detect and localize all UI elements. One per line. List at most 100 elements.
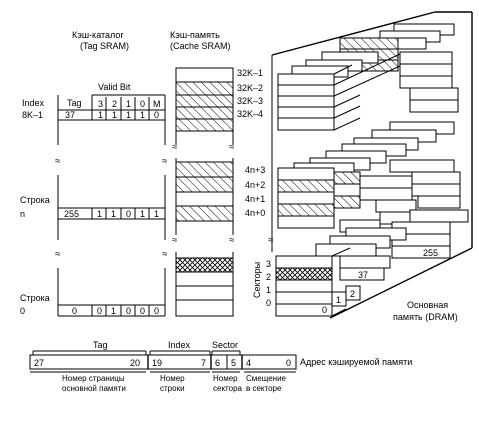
desc-offset-line2: в секторе (246, 384, 282, 393)
bit-mark-0: 0 (286, 358, 291, 368)
page-number-2: 2 (350, 289, 355, 299)
bit-header-3: 3 (98, 99, 103, 109)
desc-index-line1: Номер (160, 374, 185, 383)
break-mark: ≈ (172, 235, 177, 246)
bit-value: 1 (111, 209, 116, 219)
cache-line-label: 4n+3 (245, 165, 265, 175)
page-number-255: 255 (423, 248, 438, 258)
bit-value: 1 (98, 110, 103, 120)
dram-stack: 255 37 0 1 2 Секторы (252, 11, 473, 322)
address-group-index: Index (168, 340, 191, 350)
tag-column-header: Tag (67, 98, 82, 108)
bit-header-0: 0 (140, 99, 145, 109)
cache-line-label: 32K–1 (237, 68, 263, 78)
sector-number-1: 1 (266, 285, 271, 295)
break-mark: ≈ (229, 142, 234, 153)
address-group-sector: Sector (212, 340, 238, 350)
bit-header-m: M (153, 99, 161, 109)
dram-caption-line2: память (DRAM) (393, 312, 458, 322)
bit-value: 1 (140, 110, 145, 120)
bit-value: 0 (126, 306, 131, 316)
row-label-top: 8K–1 (22, 110, 43, 120)
bit-value: 1 (140, 209, 145, 219)
bit-value: 1 (154, 209, 159, 219)
dram-page-255: 255 (391, 209, 469, 259)
bit-header-1: 1 (126, 99, 131, 109)
address-bar: Tag Index Sector 27 20 19 7 6 5 4 0 Адре… (29, 340, 412, 393)
desc-offset-line1: Смещение (246, 374, 287, 383)
tag-value-n: 255 (64, 209, 79, 219)
break-mark: ≈ (229, 235, 234, 246)
bit-mark-5: 5 (231, 358, 236, 368)
dram-pages-middle (277, 121, 461, 233)
dram-pages-top (277, 23, 459, 131)
bit-mark-7: 7 (201, 358, 206, 368)
cache-line-label: 32K–2 (237, 83, 263, 93)
bit-value: 0 (154, 306, 159, 316)
desc-tag-line2: основной памяти (62, 384, 126, 393)
address-title: Адрес кэшируемой памяти (300, 357, 412, 367)
cache-line-label: 4n+0 (245, 208, 265, 218)
cache-line-hatched (175, 205, 234, 222)
tag-value-0: 0 (72, 306, 77, 316)
break-mark: ≈ (55, 249, 60, 260)
bit-value: 1 (112, 110, 117, 120)
bit-value: 0 (154, 110, 159, 120)
cache-line-hatched (175, 106, 234, 120)
tag-sram-title: Кэш-каталог (72, 30, 124, 40)
break-mark: ≈ (55, 156, 60, 167)
tag-sram-table: Index Tag 3 2 1 0 M 8K–1 37 1 1 1 1 0 Ст… (20, 94, 167, 317)
sectors-label: Секторы (252, 262, 262, 298)
desc-sector-line2: сектора (213, 384, 243, 393)
bit-value: 0 (126, 209, 131, 219)
cache-line-label: 4n+2 (245, 180, 265, 190)
desc-tag-line1: Номер страницы (62, 374, 125, 383)
page-number-0: 0 (322, 305, 327, 315)
cache-line-hatched (175, 81, 234, 96)
bit-value: 1 (111, 306, 116, 316)
row-label-n: n (20, 209, 25, 219)
bit-value: 1 (126, 110, 131, 120)
row-side-label-n: Строка (20, 195, 50, 205)
bit-mark-27: 27 (34, 358, 44, 368)
bit-mark-19: 19 (152, 358, 162, 368)
index-column-header: Index (22, 98, 45, 108)
cache-line-hatched (175, 161, 234, 178)
bit-mark-20: 20 (130, 358, 140, 368)
address-group-tag: Tag (93, 340, 108, 350)
row-label-0: 0 (20, 306, 25, 316)
bit-value: 0 (140, 306, 145, 316)
tag-sram-subtitle: (Tag SRAM) (80, 41, 129, 51)
desc-sector-line1: Номер (213, 374, 238, 383)
tag-value-top: 37 (65, 110, 75, 120)
page-number-37: 37 (358, 270, 368, 280)
break-mark: ≈ (172, 142, 177, 153)
break-mark: ≈ (162, 249, 167, 260)
bit-mark-4: 4 (246, 358, 251, 368)
dram-page-0: 0 1 2 (275, 247, 361, 317)
bit-header-2: 2 (112, 99, 117, 109)
valid-bit-label: Valid Bit (98, 82, 131, 92)
cache-sram-title: Кэш-память (170, 30, 220, 40)
address-register (29, 354, 297, 370)
row-side-label-0: Строка (20, 293, 50, 303)
sector-number-0: 0 (266, 298, 271, 308)
dram-caption-line1: Основная (407, 300, 448, 310)
break-mark: ≈ (268, 235, 273, 246)
cache-line-label: 4n+1 (245, 194, 265, 204)
sector-number-2: 2 (266, 272, 271, 282)
cache-line-hatched (175, 176, 234, 193)
cache-sram-column: ≈ ≈ ≈ ≈ 32K–1 32K–2 32K–3 32K–4 4n+3 4n+… (172, 67, 265, 317)
desc-index-line2: строки (160, 384, 185, 393)
page-number-1: 1 (336, 295, 341, 305)
bit-mark-6: 6 (215, 358, 220, 368)
cache-line-crosshatched (175, 257, 234, 273)
cache-line-hatched (175, 94, 234, 108)
cache-sram-subtitle: (Cache SRAM) (170, 41, 231, 51)
cache-line-label: 32K–4 (237, 109, 263, 119)
bit-value: 0 (97, 306, 102, 316)
cache-line-hatched (175, 118, 234, 132)
bit-value: 1 (97, 209, 102, 219)
cache-line-label: 32K–3 (237, 96, 263, 106)
